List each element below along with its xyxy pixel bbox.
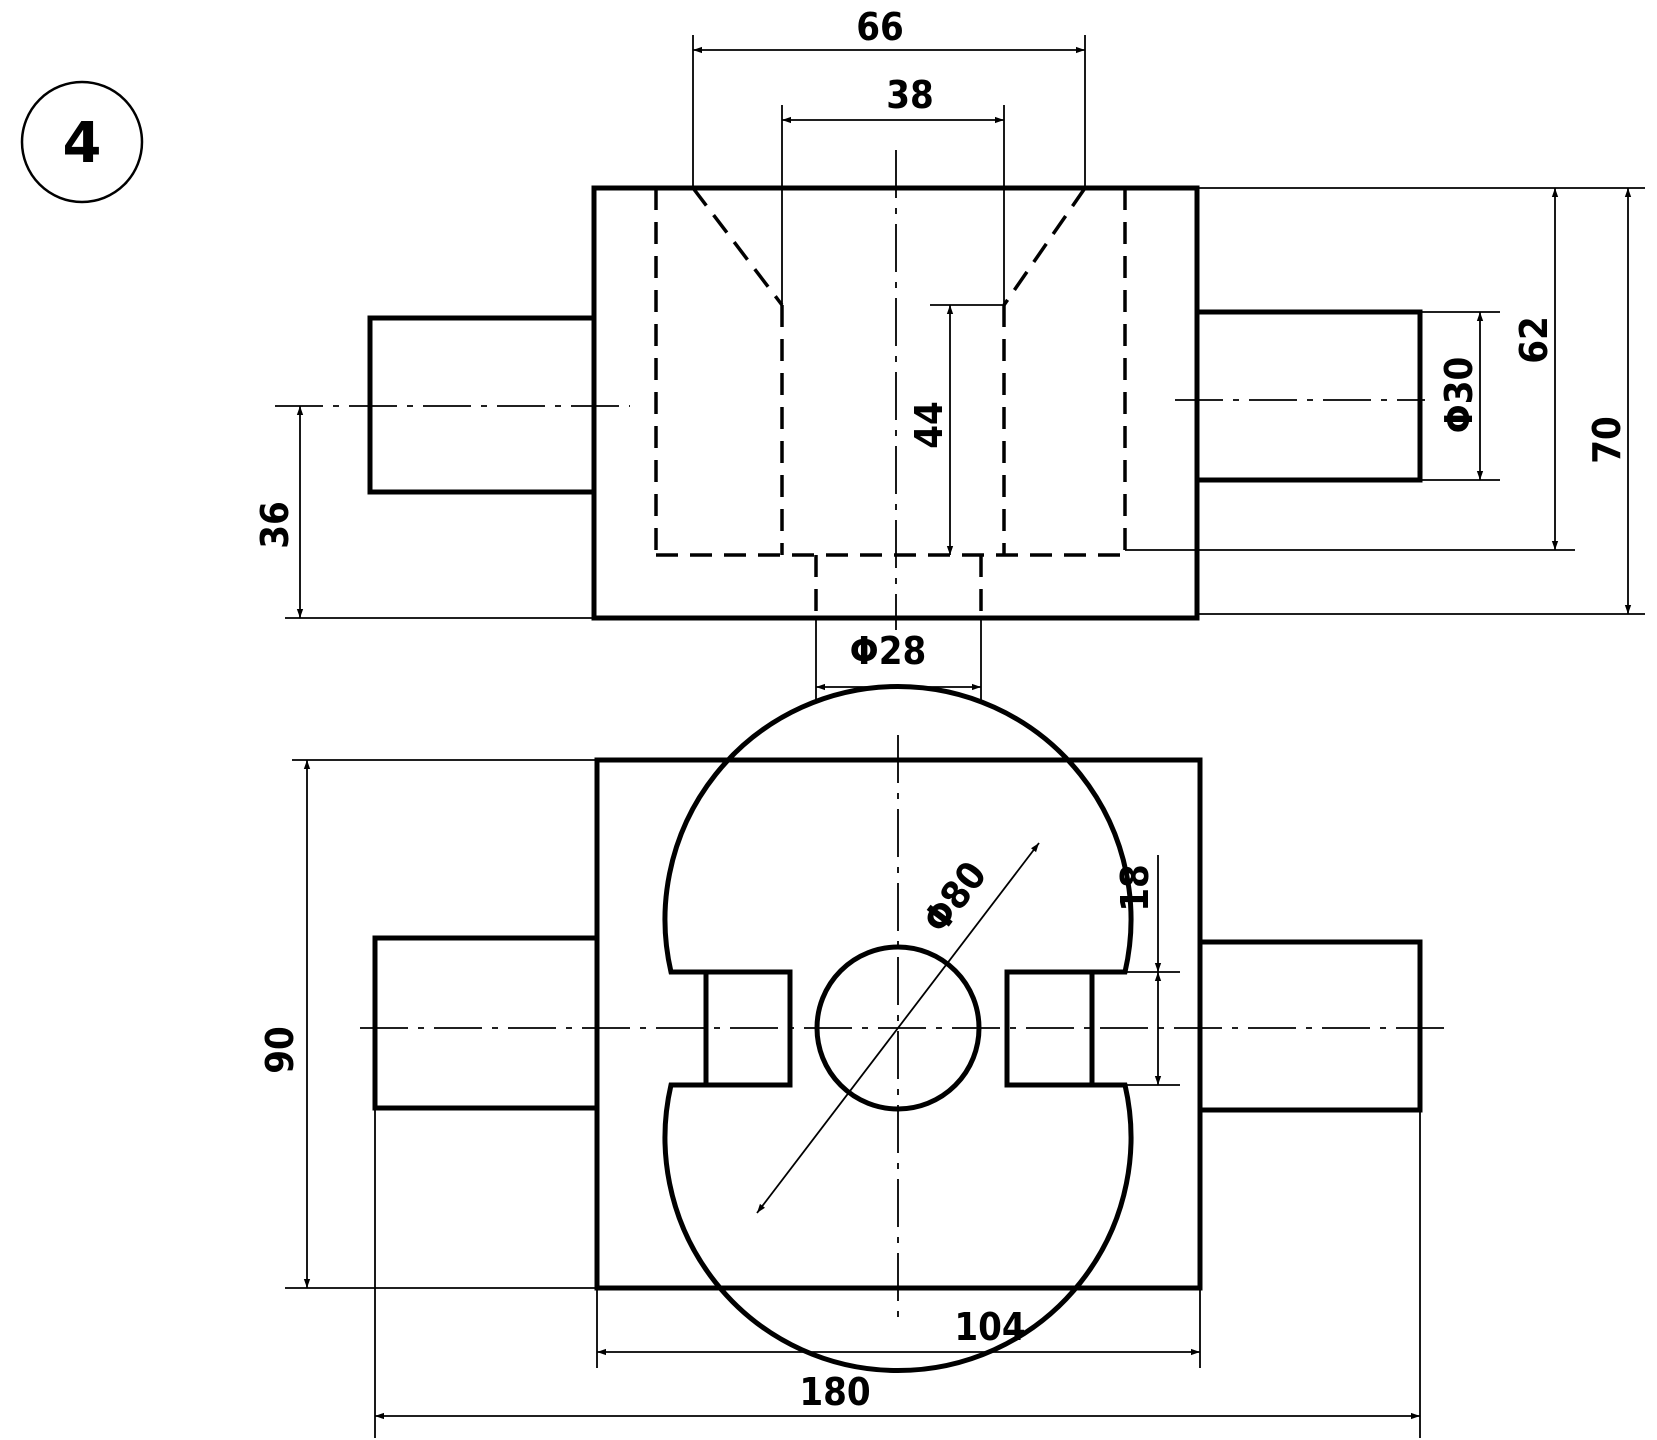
dim-104-label: 104: [954, 1305, 1025, 1349]
dim-66-label: 66: [856, 5, 904, 49]
dim-18-label: 18: [1113, 864, 1157, 912]
dim-phi28-label: Φ28: [850, 629, 927, 673]
dim-shaft-height: 36: [253, 406, 594, 619]
view-number-badge: 4: [20, 80, 144, 204]
dim-phi80-label: Φ80: [914, 853, 995, 941]
dim-top-outer-width: 66: [692, 5, 1086, 188]
dim-90-label: 90: [258, 1026, 302, 1074]
dim-bottom-hole-diameter: Φ28: [815, 618, 982, 703]
badge-number: 4: [63, 111, 102, 176]
dim-inner-height: 62: [1125, 187, 1575, 551]
dim-70-label: 70: [1585, 416, 1629, 464]
front-left-shaft: [367, 315, 594, 495]
top-right-shaft: [1200, 939, 1423, 1113]
front-hidden-lines: [654, 186, 1127, 618]
dim-hole-depth: 44: [907, 304, 1004, 555]
dim-phi30-label: Φ30: [1437, 357, 1481, 434]
dim-44-label: 44: [907, 401, 951, 449]
dim-total-height: 70: [1197, 187, 1645, 615]
front-view: 66 38 44 36 Φ30: [253, 5, 1645, 703]
dim-depth: 90: [258, 759, 597, 1289]
dim-180-label: 180: [799, 1370, 870, 1414]
dim-slot-width: 18: [1092, 855, 1180, 1086]
dim-block-width: 104: [596, 1288, 1201, 1368]
dim-38-label: 38: [886, 73, 934, 117]
dim-total-width: 180: [374, 1108, 1421, 1438]
dim-62-label: 62: [1512, 316, 1556, 364]
top-view: Φ80 18 90 104 180: [258, 683, 1450, 1438]
front-right-shaft: [1197, 309, 1423, 483]
dim-shaft-diameter: Φ30: [1420, 311, 1500, 481]
dim-36-label: 36: [253, 501, 297, 549]
top-left-shaft: [372, 935, 597, 1111]
dim-top-inner-width: 38: [781, 73, 1005, 305]
